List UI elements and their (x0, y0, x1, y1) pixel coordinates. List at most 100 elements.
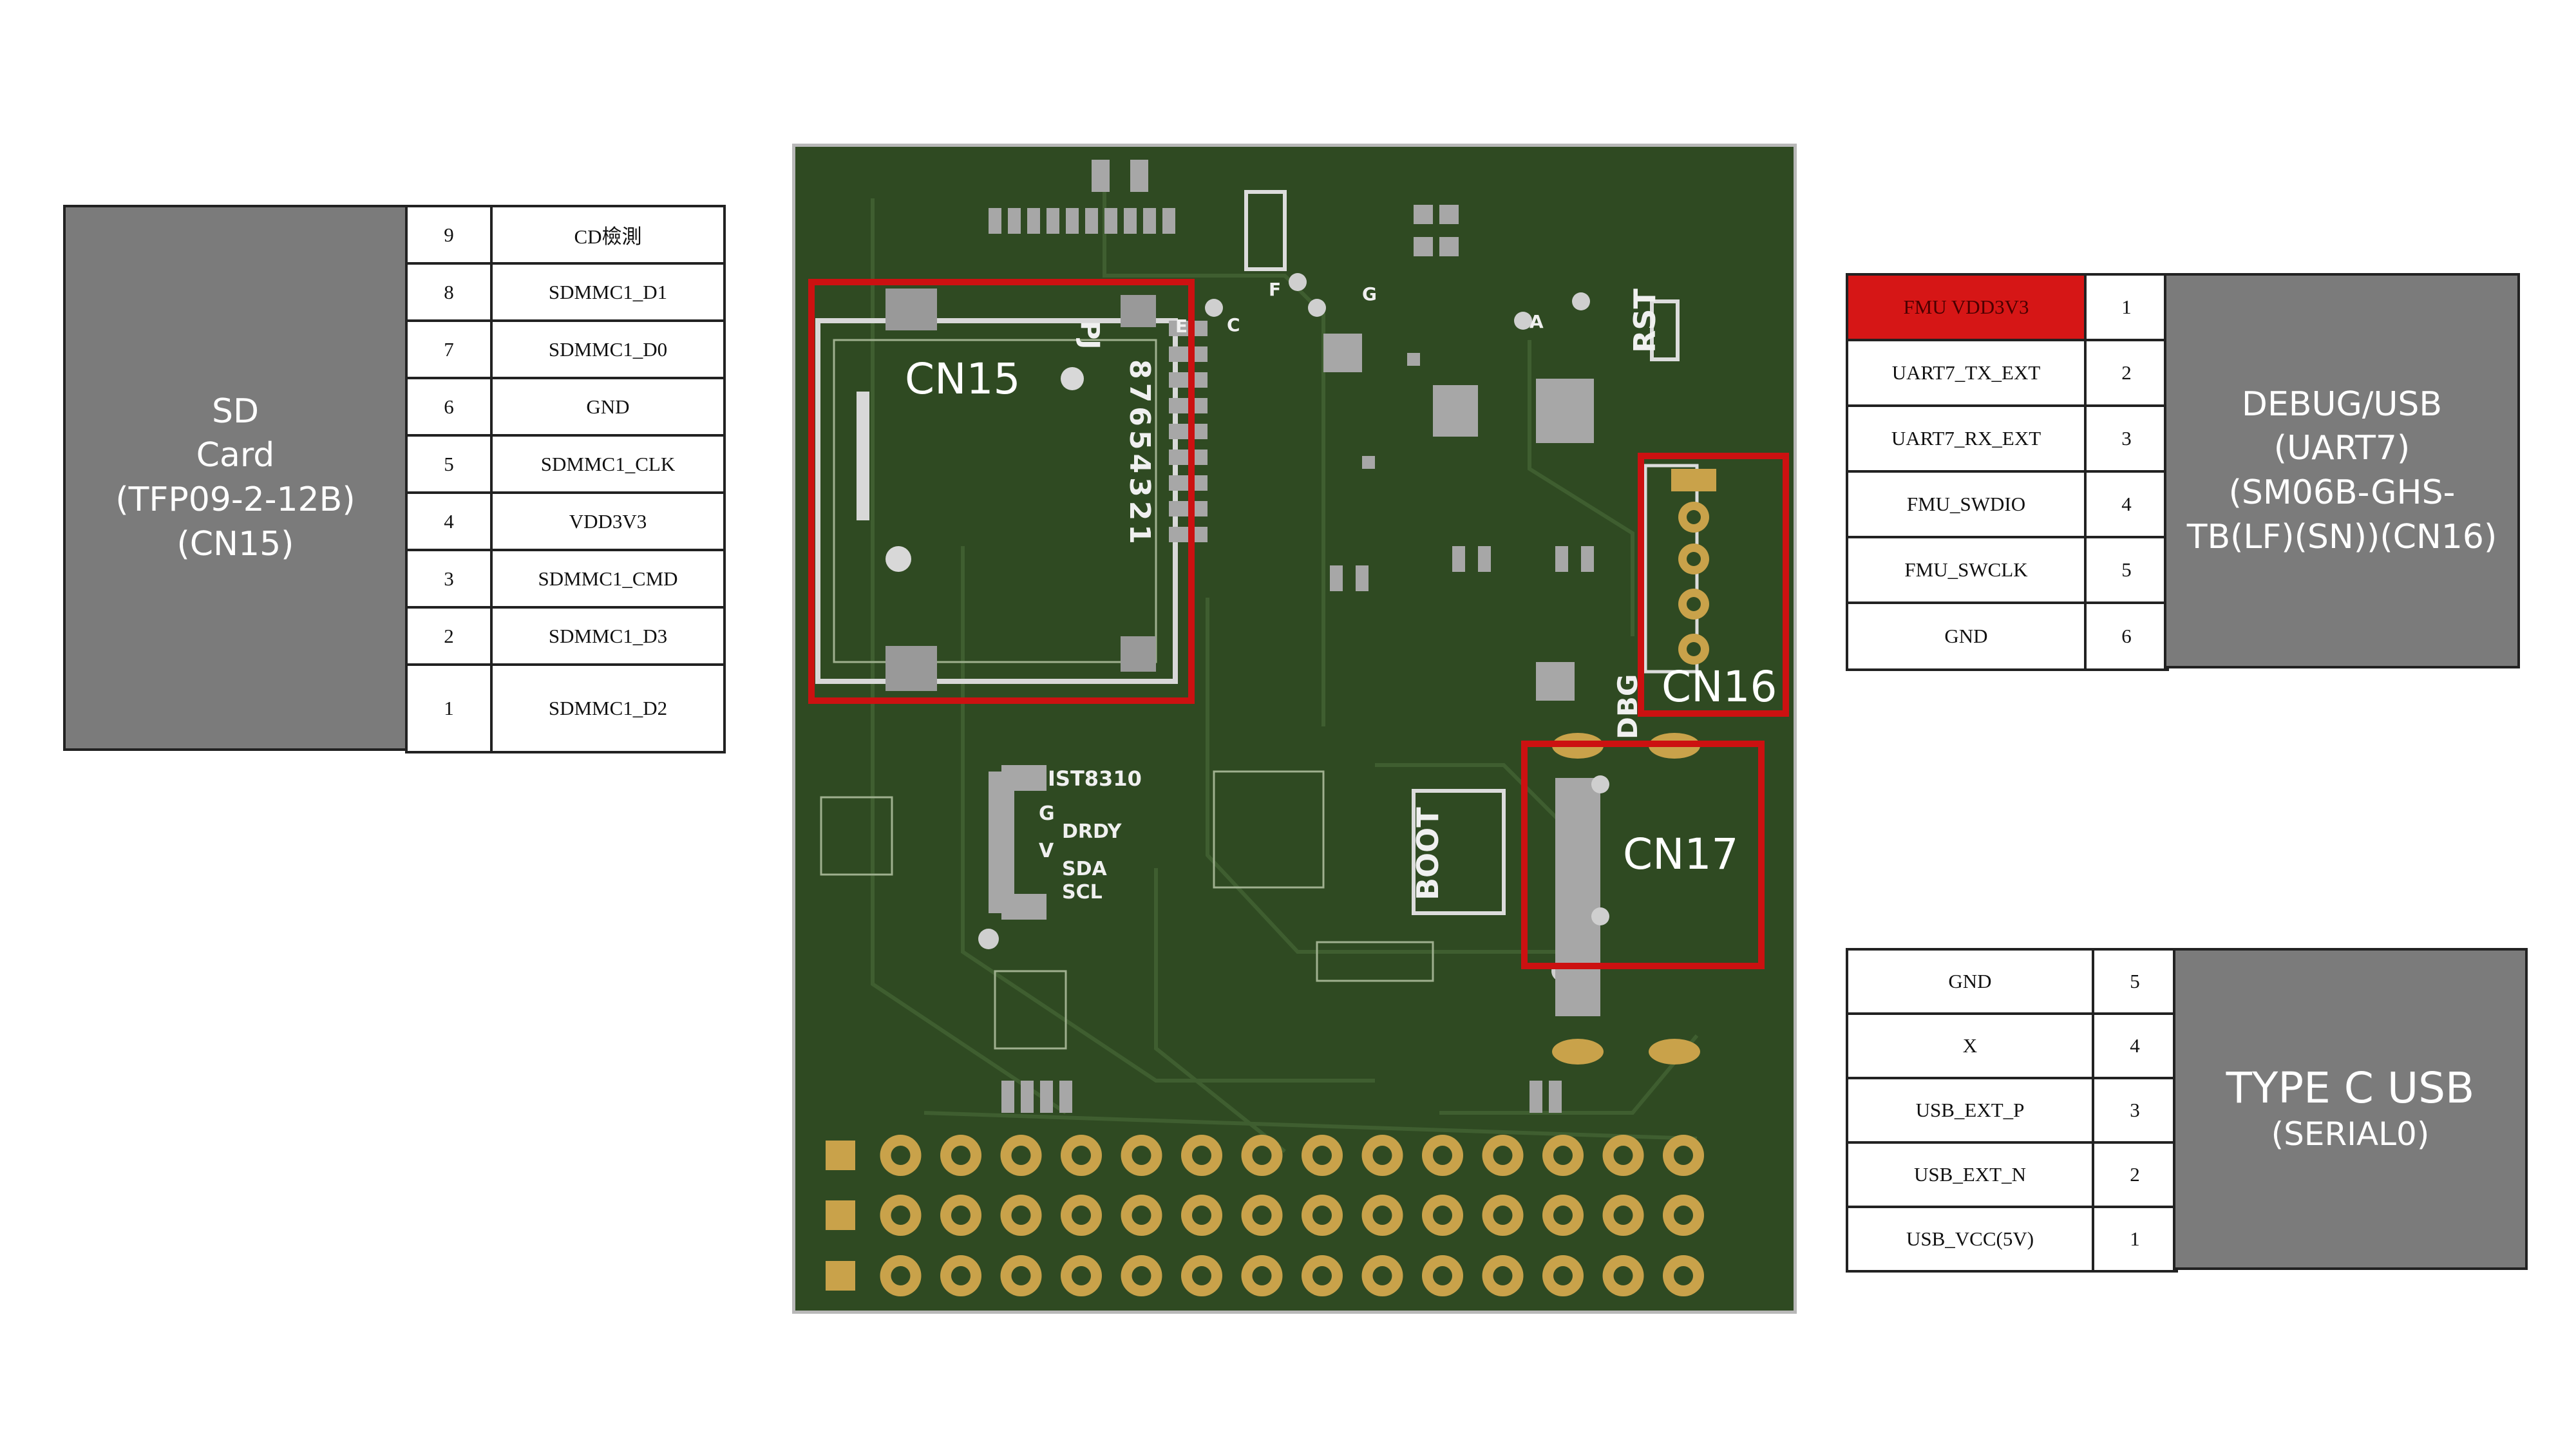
pin-number: 1 (405, 663, 493, 753)
header-pad-hole (1493, 1266, 1513, 1285)
pin-number: 3 (2092, 1077, 2178, 1144)
pin-number: 3 (2084, 404, 2169, 473)
header-pad-hole (1613, 1266, 1633, 1285)
header-pad-hole (891, 1206, 911, 1225)
pcb-board: RST BOOT DBG IST8310 G DRDY V SDA SCL PJ… (792, 144, 1797, 1314)
header-pad-hole (891, 1146, 911, 1165)
pcb-traces (871, 185, 1699, 1153)
header-pad-hole (951, 1266, 971, 1285)
silk-letter-a: A (1530, 311, 1544, 332)
header-pad-hole (951, 1146, 971, 1165)
pin-signal: VDD3V3 (490, 491, 726, 551)
pin-label-drdy: DRDY (1062, 820, 1122, 843)
type-c-usb-title: TYPE C USB (2226, 1063, 2475, 1113)
cn16-label: CN16 (1662, 662, 1777, 712)
debug-title-line-3: (SM06B-GHS- (2228, 473, 2456, 512)
pin-label-g: G (1039, 802, 1055, 825)
dbg-silkscreen: DBG (1612, 674, 1643, 739)
header-pad-hole (1252, 1206, 1272, 1225)
header-pad-hole (1011, 1266, 1031, 1285)
pin-number: 6 (2084, 601, 2169, 671)
header-pad-hole (1072, 1146, 1091, 1165)
cn17-label: CN17 (1623, 829, 1739, 879)
pin-signal: SDMMC1_D3 (490, 606, 726, 666)
silk-letter-e: E (1175, 316, 1188, 337)
header-pad-hole (1192, 1266, 1211, 1285)
pin-signal: FMU_SWDIO (1846, 470, 2087, 538)
sd-title-line-4: (CN15) (176, 524, 294, 564)
pin-signal: UART7_TX_EXT (1846, 339, 2087, 407)
silk-letter-f: F (1269, 279, 1282, 300)
cn16-highlight-box (1638, 453, 1789, 717)
type-c-usb-subtitle: (SERIAL0) (2271, 1115, 2430, 1153)
smd-components (820, 160, 1680, 1113)
pin-signal: FMU_SWCLK (1846, 536, 2087, 604)
header-pad-hole (1372, 1146, 1392, 1165)
header-pad-hole (1674, 1206, 1693, 1225)
header-pad-hole (1674, 1266, 1693, 1285)
header-pad-rows (826, 1141, 855, 1291)
pin-number: 1 (2084, 273, 2169, 341)
sd-card-title-panel: SD Card (TFP09-2-12B) (CN15) (63, 205, 408, 751)
pin-number: 8 (405, 262, 493, 322)
header-pad-hole (1674, 1146, 1693, 1165)
pin-number: 1 (2092, 1206, 2178, 1273)
cn15-label: CN15 (905, 354, 1021, 404)
header-pad-hole (1613, 1206, 1633, 1225)
header-pad-hole (1433, 1146, 1452, 1165)
pin-number: 5 (2092, 948, 2178, 1015)
header-pad-hole (1312, 1146, 1332, 1165)
header-pad-hole (1493, 1206, 1513, 1225)
boot-silkscreen: BOOT (1410, 807, 1445, 900)
pin-signal: SDMMC1_CMD (490, 549, 726, 609)
type-c-usb-title-panel: TYPE C USB (SERIAL0) (2173, 948, 2528, 1270)
ist8310-silkscreen: IST8310 (1048, 766, 1142, 791)
sd-title-line-3: (TFP09-2-12B) (115, 480, 355, 519)
header-pad-hole (1553, 1206, 1573, 1225)
pin-signal: SDMMC1_D2 (490, 663, 726, 753)
pin-signal: GND (490, 377, 726, 437)
debug-title-line-4: TB(LF)(SN))(CN16) (2186, 517, 2497, 556)
cn16-pads (1643, 464, 1716, 674)
pin-signal: SDMMC1_D0 (490, 319, 726, 379)
sd-title-line-2: Card (196, 436, 275, 475)
pin-number: 2 (2084, 339, 2169, 407)
header-pad-hole (1132, 1266, 1151, 1285)
header-pad-hole (1132, 1146, 1151, 1165)
pin-number: 4 (2092, 1012, 2178, 1079)
header-pad-hole (1072, 1206, 1091, 1225)
pin-signal: X (1846, 1012, 2094, 1079)
pin-signal: SDMMC1_CLK (490, 434, 726, 494)
pin-signal: SDMMC1_D1 (490, 262, 726, 322)
pin-signal: USB_EXT_N (1846, 1141, 2094, 1208)
table-row: USB_VCC(5V)1 (1846, 1206, 2178, 1273)
header-pad-hole (1252, 1146, 1272, 1165)
header-pad-hole (1011, 1146, 1031, 1165)
header-pads (880, 1135, 1704, 1296)
pin-label-sda: SDA (1062, 858, 1107, 880)
header-pad-hole (1132, 1206, 1151, 1225)
header-pad-hole (1433, 1206, 1452, 1225)
header-pad-hole (951, 1206, 971, 1225)
header-pad-hole (1252, 1266, 1272, 1285)
pj-silkscreen: PJ (1075, 321, 1104, 350)
header-pad-hole (1493, 1146, 1513, 1165)
silk-letter-c: C (1227, 314, 1240, 336)
header-pad-hole (1433, 1266, 1452, 1285)
header-pad-hole (1192, 1146, 1211, 1165)
pin-digits-silkscreen: 87654321 (1123, 359, 1156, 548)
pin-number: 4 (405, 491, 493, 551)
header-pad-hole (1192, 1206, 1211, 1225)
header-pad-hole (1312, 1266, 1332, 1285)
pin-number: 9 (405, 205, 493, 265)
pin-signal: UART7_RX_EXT (1846, 404, 2087, 473)
